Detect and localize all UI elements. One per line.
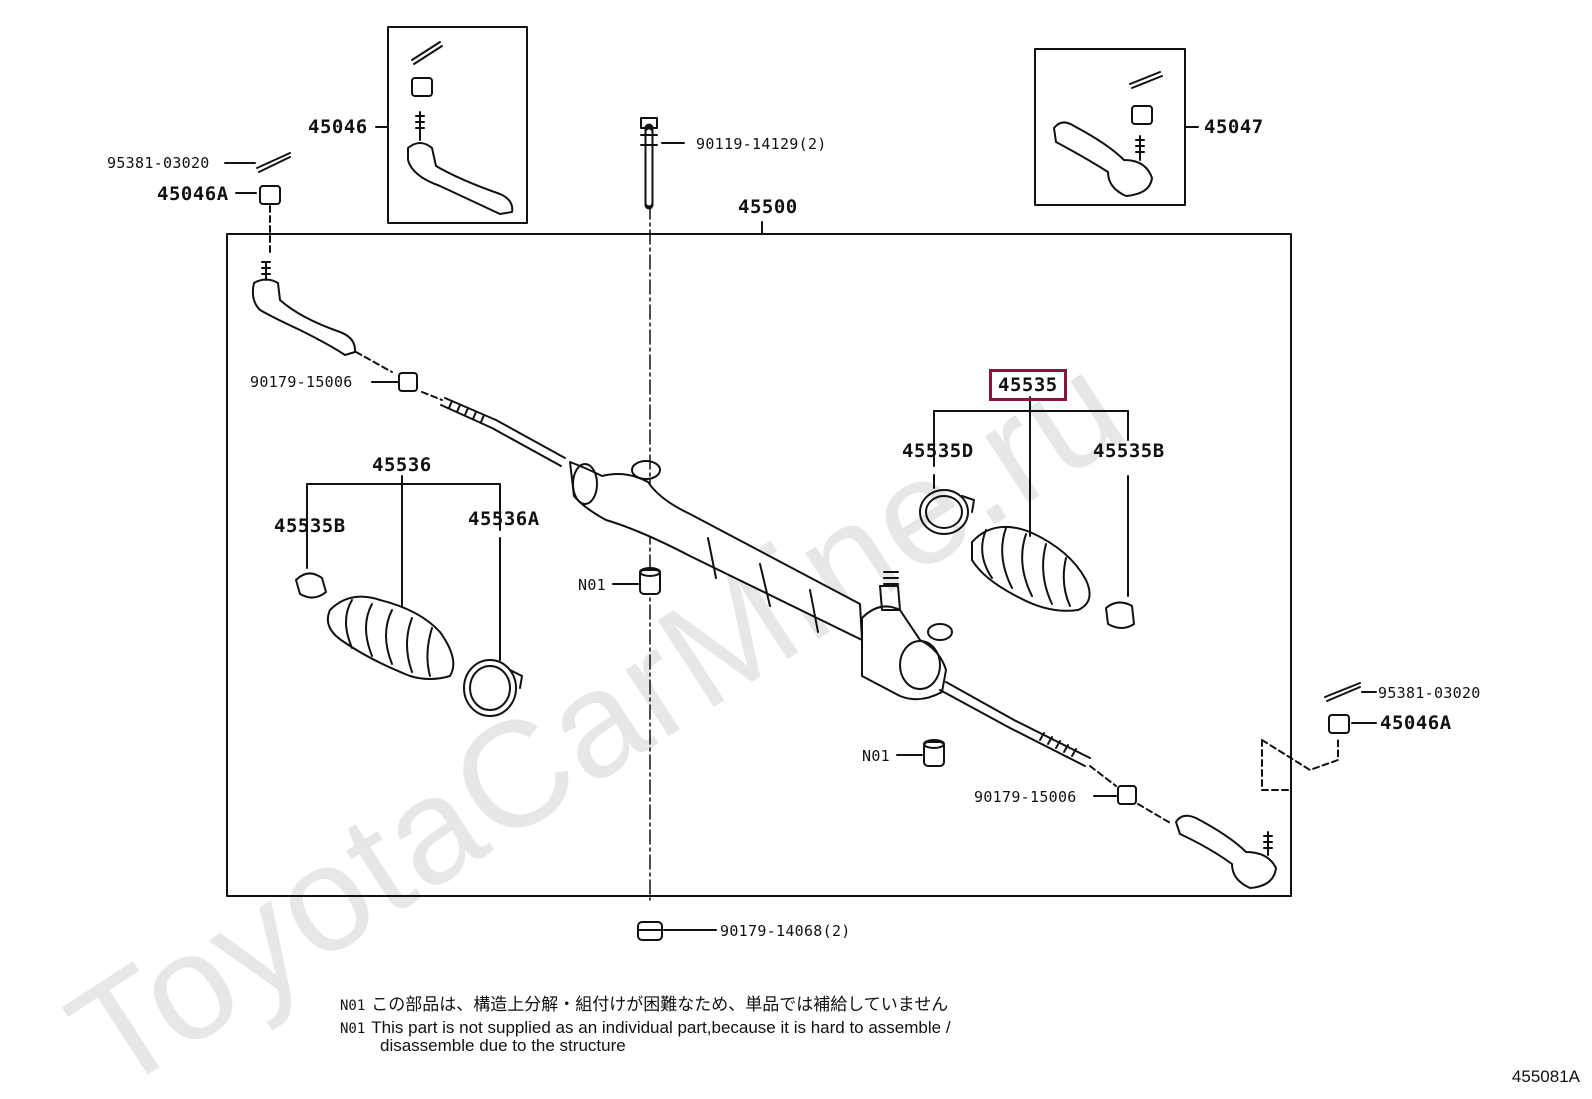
- part-label-45535-highlighted[interactable]: 45535: [989, 369, 1067, 401]
- cotter-pin-icon: [1129, 71, 1163, 89]
- lock-nut-icon: [398, 372, 418, 392]
- part-label-45535B-right[interactable]: 45535B: [1093, 440, 1165, 462]
- band-clamp-icon: [919, 489, 975, 535]
- bushing-icon: [639, 567, 661, 595]
- inner-tie-rod-left-icon: [440, 397, 566, 467]
- clip-icon: [295, 572, 327, 599]
- part-label-45536A[interactable]: 45536A: [468, 508, 540, 530]
- part-label-45536[interactable]: 45536: [372, 454, 432, 476]
- bushing-icon: [923, 739, 945, 767]
- boot-right-icon: [971, 525, 1091, 612]
- band-clamp-icon: [463, 659, 523, 717]
- part-label-45500[interactable]: 45500: [738, 196, 798, 218]
- castle-nut-icon: [259, 185, 281, 205]
- inset-box-45046: [387, 26, 528, 224]
- clip-icon: [1105, 601, 1135, 629]
- castle-nut-icon: [1131, 105, 1153, 125]
- diagram-code: 455081A: [1511, 1067, 1580, 1086]
- part-label-N01-lower[interactable]: N01: [862, 747, 890, 765]
- lock-nut-icon: [1117, 785, 1137, 805]
- inner-tie-rod-right-icon: [939, 681, 1091, 767]
- part-label-45046[interactable]: 45046: [308, 116, 368, 138]
- note-text: This part is not supplied as an individu…: [371, 1018, 951, 1037]
- part-label-90179-15006-left[interactable]: 90179-15006: [250, 373, 353, 391]
- rack-housing-icon: [569, 460, 953, 701]
- note-code: N01: [340, 998, 366, 1014]
- part-label-45535B-left[interactable]: 45535B: [274, 515, 346, 537]
- tie-rod-end-inset-right-icon: [1053, 121, 1153, 197]
- cotter-pin-icon: [1324, 682, 1361, 702]
- part-label-45535D[interactable]: 45535D: [902, 440, 974, 462]
- assembly-frame: [226, 233, 1292, 897]
- note-text: disassemble due to the structure: [380, 1036, 626, 1055]
- cotter-pin-icon: [411, 41, 443, 65]
- part-label-45046A-left[interactable]: 45046A: [157, 183, 229, 205]
- cotter-pin-icon: [256, 152, 291, 173]
- tie-rod-end-inset-left-icon: [407, 111, 514, 215]
- note-english-line2: disassemble due to the structure: [380, 1036, 626, 1056]
- part-label-90119-14129[interactable]: 90119-14129(2): [696, 135, 827, 153]
- note-english-line1: N01 This part is not supplied as an indiv…: [340, 1018, 951, 1038]
- tie-rod-end-left-icon: [251, 261, 357, 356]
- nut-icon: [637, 921, 663, 941]
- bolt-icon: [640, 117, 658, 210]
- boot-left-icon: [326, 595, 455, 680]
- part-label-N01-upper[interactable]: N01: [578, 576, 606, 594]
- note-text: この部品は、構造上分解・組付けが困難なため、単品では補給していません: [371, 995, 949, 1014]
- part-label-95381-03020-left[interactable]: 95381-03020: [107, 154, 210, 172]
- castle-nut-icon: [1328, 714, 1350, 734]
- castle-nut-icon: [411, 77, 433, 97]
- note-code: N01: [340, 1021, 366, 1037]
- part-label-45046A-right[interactable]: 45046A: [1380, 712, 1452, 734]
- part-label-90179-14068[interactable]: 90179-14068(2): [720, 922, 851, 940]
- part-label-45047[interactable]: 45047: [1204, 116, 1264, 138]
- part-label-95381-03020-right[interactable]: 95381-03020: [1378, 684, 1481, 702]
- note-japanese: N01 この部品は、構造上分解・組付けが困難なため、単品では補給していません: [340, 990, 948, 1015]
- part-label-90179-15006-right[interactable]: 90179-15006: [974, 788, 1077, 806]
- tie-rod-end-right-icon: [1175, 814, 1277, 889]
